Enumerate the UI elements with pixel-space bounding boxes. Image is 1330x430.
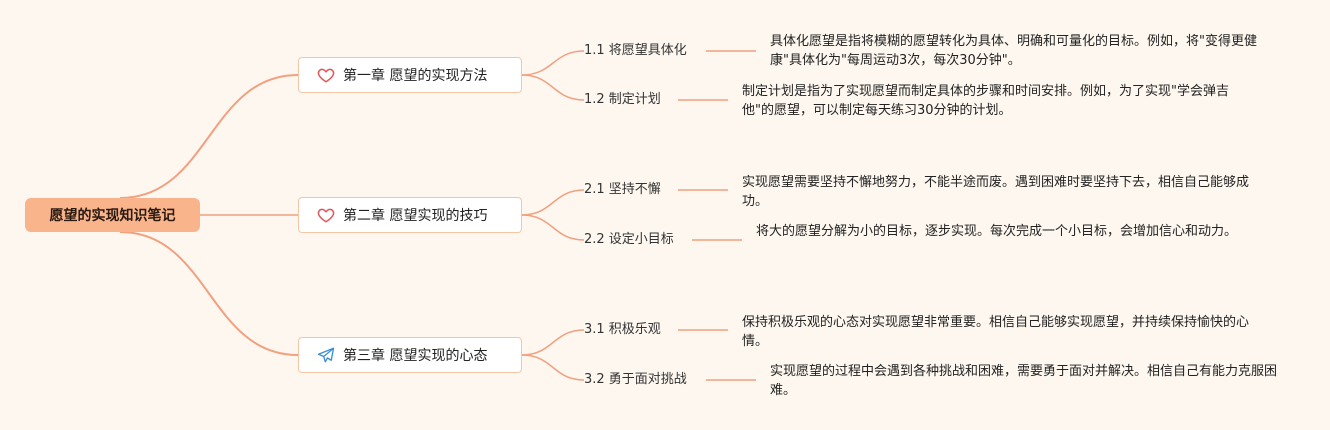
- section-label: 2.1 坚持不懈: [584, 182, 661, 197]
- section-label: 1.1 将愿望具体化: [584, 43, 687, 58]
- section-label: 2.2 设定小目标: [584, 232, 674, 247]
- root-to-chapter-1: [119, 74, 299, 199]
- heart-icon: [317, 66, 335, 84]
- chapter-3-to-section-1: [521, 329, 585, 356]
- root-to-chapter-3: [119, 231, 299, 356]
- section-description-1-1: 具体化愿望是指将模糊的愿望转化为具体、明确和可量化的目标。例如，将"变得更健康"…: [770, 34, 1257, 68]
- chapter-1-to-section-1: [521, 50, 585, 76]
- paper-plane-icon: [317, 346, 335, 364]
- section-node-3-1[interactable]: 3.1 积极乐观: [584, 320, 661, 340]
- section-description-3-1: 保持积极乐观的心态对实现愿望非常重要。相信自己能够实现愿望，并持续保持愉快的心情…: [742, 315, 1250, 349]
- section-node-1-2[interactable]: 1.2 制定计划: [584, 90, 661, 110]
- section-node-2-2[interactable]: 2.2 设定小目标: [584, 230, 674, 250]
- root-label: 愿望的实现知识笔记: [49, 208, 176, 224]
- chapter-node-1[interactable]: 第一章 愿望的实现方法: [298, 57, 522, 93]
- chapter-2-to-section-2: [521, 214, 585, 241]
- section-label: 3.2 勇于面对挑战: [584, 372, 687, 387]
- section-description-1-2: 制定计划是指为了实现愿望而制定具体的步骤和时间安排。例如，为了实现"学会弹吉他"…: [742, 84, 1229, 118]
- chapter-node-3[interactable]: 第三章 愿望实现的心态: [298, 337, 522, 373]
- root-node[interactable]: 愿望的实现知识笔记: [25, 198, 200, 232]
- section-label: 1.2 制定计划: [584, 92, 661, 107]
- chapter-node-2[interactable]: 第二章 愿望实现的技巧: [298, 197, 522, 233]
- chapter-1-to-section-2: [521, 74, 585, 101]
- section-description-2-2: 将大的愿望分解为小的目标，逐步实现。每次完成一个小目标，会增加信心和动力。: [756, 224, 1238, 239]
- chapter-label: 第三章 愿望实现的心态: [343, 348, 488, 364]
- chapter-2-to-section-1: [521, 189, 585, 216]
- section-description-2-1: 实现愿望需要坚持不懈地努力，不能半途而废。遇到困难时要坚持下去，相信自己能够成功…: [742, 175, 1250, 209]
- section-label: 3.1 积极乐观: [584, 322, 661, 337]
- section-node-1-1[interactable]: 1.1 将愿望具体化: [584, 41, 687, 61]
- chapter-label: 第二章 愿望实现的技巧: [343, 208, 488, 224]
- section-node-2-1[interactable]: 2.1 坚持不懈: [584, 180, 661, 200]
- chapter-3-to-section-2: [521, 354, 585, 381]
- heart-icon: [317, 206, 335, 224]
- chapter-label: 第一章 愿望的实现方法: [343, 68, 488, 84]
- section-node-3-2[interactable]: 3.2 勇于面对挑战: [584, 370, 687, 390]
- section-description-3-2: 实现愿望的过程中会遇到各种挑战和困难，需要勇于面对并解决。相信自己有能力克服困难…: [770, 364, 1278, 398]
